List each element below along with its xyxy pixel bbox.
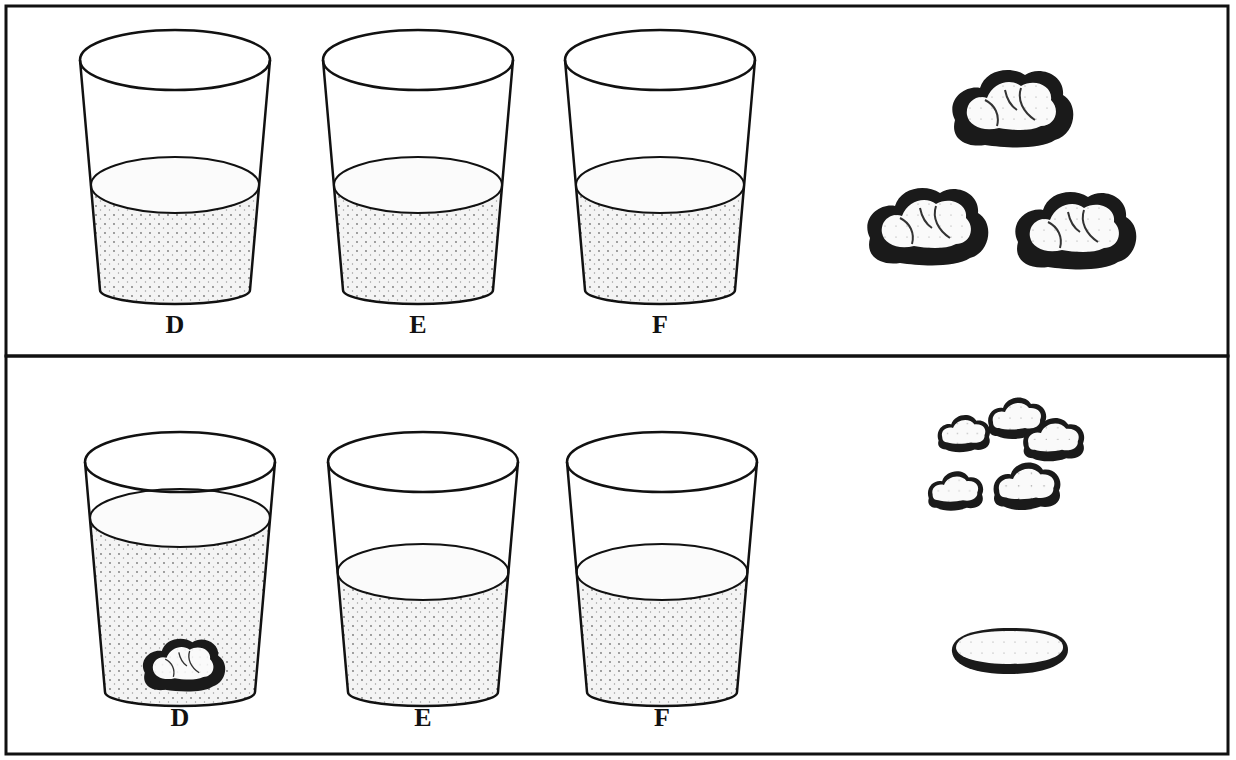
clay-piece bbox=[1023, 418, 1084, 461]
cup bbox=[80, 30, 270, 304]
cup bbox=[567, 432, 757, 706]
clay-lump bbox=[952, 70, 1073, 148]
clay-piece bbox=[928, 471, 983, 510]
cup-label: E bbox=[409, 310, 426, 340]
flat-clay bbox=[952, 628, 1068, 674]
cup-label: F bbox=[652, 310, 668, 340]
cup-label: D bbox=[171, 703, 190, 733]
cup-label: F bbox=[654, 703, 670, 733]
clay-lump bbox=[867, 188, 988, 266]
cup bbox=[565, 30, 755, 304]
cup-label: E bbox=[414, 703, 431, 733]
cup bbox=[328, 432, 518, 706]
cup-label: D bbox=[166, 310, 185, 340]
clay-piece bbox=[994, 462, 1061, 510]
clay-piece bbox=[938, 415, 990, 452]
clay-lump bbox=[1015, 192, 1136, 270]
cup bbox=[323, 30, 513, 304]
cup bbox=[85, 432, 275, 706]
